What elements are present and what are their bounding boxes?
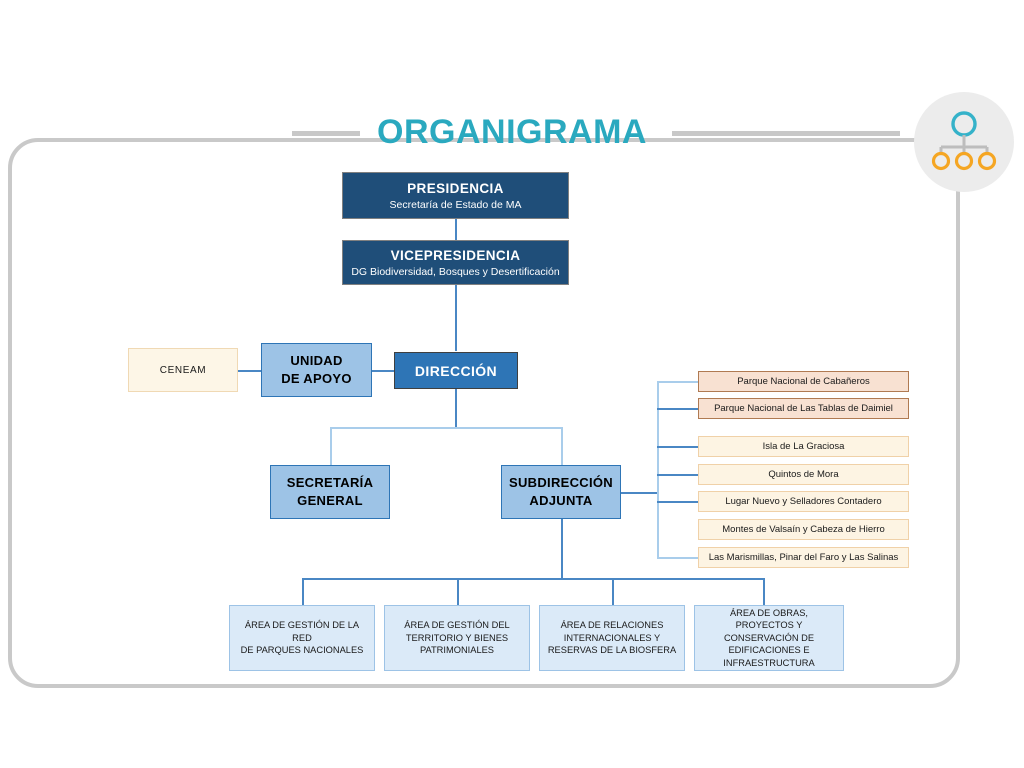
connector-presidencia-vicepresidencia (455, 219, 457, 240)
connector-to-subdireccion (561, 427, 563, 465)
unidad-line-1: UNIDAD (290, 353, 343, 368)
connector-to-secretaria (330, 427, 332, 465)
park-box[interactable]: Isla de La Graciosa (698, 436, 909, 457)
area-box[interactable]: ÁREA DE GESTIÓN DE LA RED DE PARQUES NACI… (229, 605, 375, 671)
page-title: ORGANIGRAMA (377, 113, 647, 151)
connector-direccion-split (330, 427, 562, 429)
area-label-line: ÁREA DE RELACIONES (560, 620, 664, 631)
area-label-line: INFRAESTRUCTURA (723, 657, 815, 668)
connector-park-branch-2 (657, 408, 698, 410)
connector-park-branch-7 (657, 557, 698, 559)
park-label: Quintos de Mora (768, 469, 839, 480)
title-rule-left (292, 131, 360, 136)
connector-ceneam-unidad (238, 370, 261, 372)
subdireccion-line-2: ADJUNTA (529, 493, 593, 508)
node-subdireccion-adjunta[interactable]: SUBDIRECCIÓN ADJUNTA (501, 465, 621, 519)
node-ceneam[interactable]: CENEAM (128, 348, 238, 392)
area-label-line: ÁREA DE OBRAS, PROYECTOS Y (729, 607, 808, 631)
park-label: Las Marismillas, Pinar del Faro y Las Sa… (708, 552, 899, 563)
park-box[interactable]: Parque Nacional de Cabañeros (698, 371, 909, 392)
area-label-line: INTERNACIONALES Y (563, 632, 661, 643)
connector-park-branch-1 (657, 381, 698, 383)
park-box[interactable]: Las Marismillas, Pinar del Faro y Las Sa… (698, 547, 909, 568)
park-label: Lugar Nuevo y Selladores Contadero (725, 496, 882, 507)
org-chart-icon (914, 92, 1014, 192)
area-label-line: RESERVAS DE LA BIOSFERA (547, 645, 677, 656)
connector-parks-trunk (657, 381, 659, 558)
connector-park-branch-3 (657, 446, 698, 448)
connector-to-area-4 (763, 578, 765, 605)
node-direccion[interactable]: DIRECCIÓN (394, 352, 518, 389)
node-presidencia[interactable]: PRESIDENCIA Secretaría de Estado de MA (342, 172, 569, 219)
connector-areas-split (302, 578, 763, 580)
connector-vicepresidencia-direccion (455, 285, 457, 351)
connector-to-area-1 (302, 578, 304, 605)
park-box[interactable]: Parque Nacional de Las Tablas de Daimiel (698, 398, 909, 419)
unidad-line-2: DE APOYO (281, 371, 352, 386)
area-label-line: ÁREA DE GESTIÓN DE LA RED (244, 620, 360, 643)
area-label-line: PATRIMONIALES (419, 645, 495, 656)
vicepresidencia-subtitle: DG Biodiversidad, Bosques y Desertificac… (351, 265, 560, 278)
connector-unidad-direccion (372, 370, 394, 372)
connector-park-branch-5 (657, 501, 698, 503)
vicepresidencia-title: VICEPRESIDENCIA (390, 247, 521, 263)
title-rule-right (672, 131, 900, 136)
node-vicepresidencia[interactable]: VICEPRESIDENCIA DG Biodiversidad, Bosque… (342, 240, 569, 285)
presidencia-subtitle: Secretaría de Estado de MA (389, 198, 522, 211)
node-secretaria-general[interactable]: SECRETARÍA GENERAL (270, 465, 390, 519)
park-label: Parque Nacional de Las Tablas de Daimiel (714, 403, 893, 414)
park-box[interactable]: Quintos de Mora (698, 464, 909, 485)
ceneam-title: CENEAM (159, 364, 207, 376)
connector-direccion-down (455, 389, 457, 427)
area-label-line: ÁREA DE GESTIÓN DEL (404, 620, 510, 631)
area-label-line: DE PARQUES NACIONALES (240, 645, 364, 656)
connector-to-area-3 (612, 578, 614, 605)
node-unidad-de-apoyo[interactable]: UNIDAD DE APOYO (261, 343, 372, 397)
park-label: Parque Nacional de Cabañeros (737, 376, 870, 387)
presidencia-title: PRESIDENCIA (407, 180, 504, 196)
connector-subdireccion-down (561, 519, 563, 578)
area-label-line: EDIFICACIONES E (728, 645, 810, 656)
connector-park-branch-4 (657, 474, 698, 476)
connector-subdireccion-parks (620, 492, 658, 494)
secretaria-line-2: GENERAL (297, 493, 363, 508)
park-box[interactable]: Lugar Nuevo y Selladores Contadero (698, 491, 909, 512)
secretaria-line-1: SECRETARÍA (286, 475, 374, 490)
connector-to-area-2 (457, 578, 459, 605)
area-label-line: TERRITORIO Y BIENES (405, 632, 509, 643)
park-label: Isla de La Graciosa (762, 441, 845, 452)
park-box[interactable]: Montes de Valsaín y Cabeza de Hierro (698, 519, 909, 540)
park-label: Montes de Valsaín y Cabeza de Hierro (722, 524, 885, 535)
subdireccion-line-1: SUBDIRECCIÓN (509, 475, 613, 490)
direccion-title: DIRECCIÓN (414, 362, 498, 379)
area-label-line: CONSERVACIÓN DE (723, 632, 815, 643)
diagram-frame (8, 138, 960, 688)
